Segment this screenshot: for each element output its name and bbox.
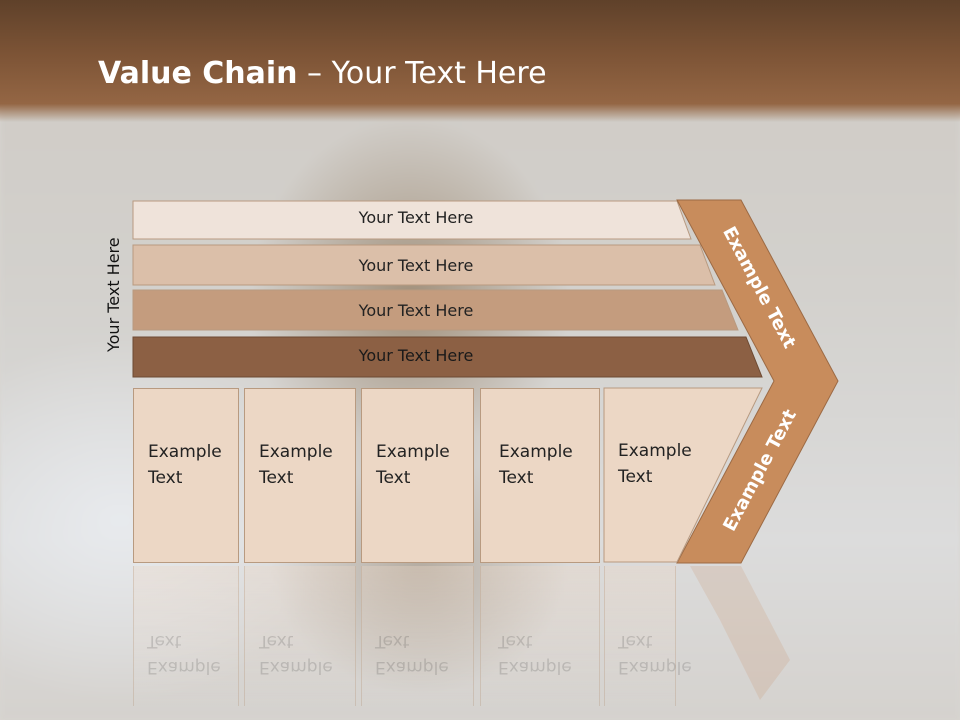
row-bar-3: [132, 289, 739, 331]
chevron-reflection: [677, 566, 790, 700]
example-box-3: Example Text: [361, 388, 474, 563]
box-3-line2: Text: [376, 468, 411, 488]
example-box-5: Example Text: [604, 388, 692, 563]
row-label-4: Your Text Here: [358, 346, 474, 365]
box-5-line1: Example: [618, 441, 692, 461]
box-4-line1: Example: [499, 442, 573, 462]
example-box-1: Example Text: [133, 388, 239, 563]
title-bar: [0, 0, 960, 122]
slide-title: Value Chain – Your Text Here: [98, 52, 547, 96]
box-5-reflection: [604, 566, 676, 706]
box-2-line2: Text: [259, 468, 294, 488]
box-3-reflection: [361, 566, 474, 706]
box-1-reflection: [133, 566, 239, 706]
box-3-line1: Example: [376, 442, 450, 462]
row-bar-2: [132, 244, 716, 286]
chevron-arrow: [676, 199, 839, 564]
box-4-reflection: [480, 566, 600, 706]
row-label-3: Your Text Here: [358, 301, 474, 320]
box-1-line2: Text: [148, 468, 183, 488]
example-box-4: Example Text: [480, 388, 600, 563]
box-5-shape: [603, 387, 763, 563]
box-5-line2: Text: [618, 467, 653, 487]
slide-title-bold: Value Chain: [98, 56, 298, 91]
example-box-2: Example Text: [244, 388, 356, 563]
box-1-line1: Example: [148, 442, 222, 462]
slide-title-rest: – Your Text Here: [297, 56, 547, 91]
box-4-line2: Text: [499, 468, 534, 488]
row-bar-1: [132, 200, 692, 240]
row-label-2: Your Text Here: [358, 256, 474, 275]
row-label-1: Your Text Here: [358, 208, 474, 227]
row-bar-4: [132, 336, 763, 378]
box-2-reflection: [244, 566, 356, 706]
box-2-line1: Example: [259, 442, 333, 462]
